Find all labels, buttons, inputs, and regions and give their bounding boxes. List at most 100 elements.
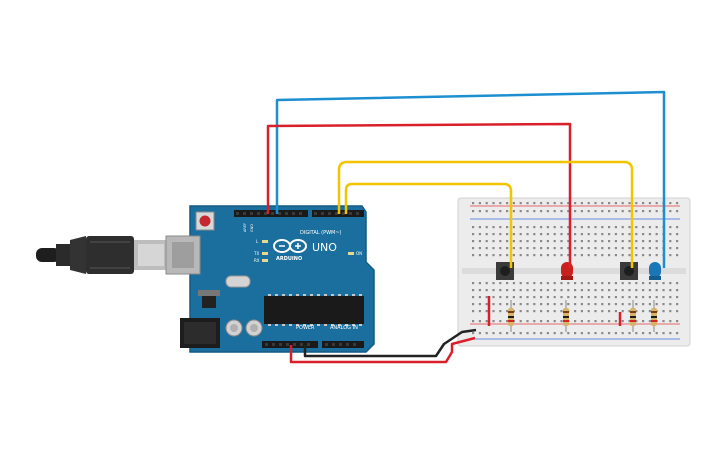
breadboard-hole — [655, 210, 658, 213]
breadboard-hole — [635, 210, 638, 213]
push-button[interactable] — [496, 262, 514, 280]
wire-red[interactable] — [289, 336, 476, 364]
breadboard-hole — [642, 210, 645, 213]
breadboard-hole — [553, 254, 556, 257]
breadboard-hole — [567, 332, 570, 335]
breadboard-hole — [472, 332, 475, 335]
breadboard-hole — [587, 303, 590, 306]
breadboard-hole — [621, 247, 624, 250]
breadboard-hole — [621, 233, 624, 236]
breadboard-hole — [648, 303, 651, 306]
breadboard-hole — [608, 240, 611, 243]
breadboard-hole — [492, 233, 495, 236]
breadboard-hole — [655, 332, 658, 335]
arduino-logo — [273, 239, 307, 253]
breadboard-hole — [601, 226, 604, 229]
breadboard-hole — [472, 233, 475, 236]
breadboard-hole — [587, 332, 590, 335]
breadboard-hole — [499, 296, 502, 299]
breadboard-hole — [621, 310, 624, 313]
arduino-board[interactable]: AREF GND DIGITAL (PWM~) ARDUINO UNO L TX… — [165, 205, 375, 353]
breadboard-hole — [580, 254, 583, 257]
breadboard-hole — [574, 240, 577, 243]
breadboard-hole — [478, 289, 481, 292]
breadboard-hole — [478, 310, 481, 313]
breadboard-hole — [635, 240, 638, 243]
breadboard-hole — [648, 296, 651, 299]
breadboard-hole — [669, 303, 672, 306]
breadboard-hole — [553, 210, 556, 213]
breadboard-hole — [642, 254, 645, 257]
breadboard-hole — [574, 310, 577, 313]
breadboard-hole — [635, 202, 638, 205]
breadboard-hole — [533, 247, 536, 250]
breadboard-hole — [574, 332, 577, 335]
breadboard-hole — [472, 320, 475, 323]
breadboard-hole — [560, 240, 563, 243]
breadboard-hole — [614, 332, 617, 335]
wire-red[interactable] — [266, 122, 572, 268]
breadboard-hole — [472, 310, 475, 313]
breadboard-hole — [594, 303, 597, 306]
breadboard-hole — [669, 226, 672, 229]
breadboard-hole — [499, 310, 502, 313]
breadboard-hole — [553, 320, 556, 323]
reset-button-icon[interactable] — [195, 211, 215, 231]
breadboard-hole — [601, 296, 604, 299]
breadboard-hole — [540, 254, 543, 257]
breadboard-hole — [533, 210, 536, 213]
breadboard-hole — [506, 240, 509, 243]
resistor — [563, 300, 569, 332]
breadboard-hole — [485, 247, 488, 250]
breadboard-hole — [478, 332, 481, 335]
breadboard-hole — [574, 296, 577, 299]
breadboard-hole — [628, 332, 631, 335]
breadboard-hole — [655, 226, 658, 229]
breadboard-hole — [567, 226, 570, 229]
wire-blue[interactable] — [275, 90, 666, 268]
breadboard-hole — [512, 210, 515, 213]
breadboard-hole — [648, 282, 651, 285]
breadboard-hole — [533, 240, 536, 243]
usb-cable-icon[interactable] — [36, 236, 168, 274]
breadboard-hole — [580, 233, 583, 236]
breadboard-hole — [662, 303, 665, 306]
breadboard-hole — [560, 282, 563, 285]
breadboard-hole — [608, 296, 611, 299]
breadboard-hole — [526, 282, 529, 285]
breadboard-hole — [519, 254, 522, 257]
breadboard[interactable] — [457, 197, 691, 347]
breadboard-hole — [648, 320, 651, 323]
breadboard-hole — [676, 233, 679, 236]
breadboard-hole — [526, 247, 529, 250]
breadboard-hole — [635, 310, 638, 313]
breadboard-hole — [506, 247, 509, 250]
breadboard-hole — [635, 332, 638, 335]
breadboard-hole — [601, 282, 604, 285]
push-button[interactable] — [620, 262, 638, 280]
breadboard-hole — [519, 226, 522, 229]
breadboard-hole — [587, 282, 590, 285]
breadboard-hole — [499, 226, 502, 229]
breadboard-hole — [601, 320, 604, 323]
breadboard-hole — [628, 296, 631, 299]
breadboard-hole — [478, 226, 481, 229]
breadboard-hole — [635, 233, 638, 236]
breadboard-hole — [546, 233, 549, 236]
power-label: POWER — [296, 325, 315, 331]
breadboard-hole — [594, 233, 597, 236]
wire-black[interactable] — [303, 328, 477, 358]
breadboard-hole — [499, 202, 502, 205]
breadboard-hole — [485, 254, 488, 257]
led-blue[interactable] — [649, 262, 661, 280]
breadboard-hole — [540, 210, 543, 213]
breadboard-hole — [546, 289, 549, 292]
wire-yellow[interactable] — [337, 160, 634, 268]
breadboard-hole — [492, 332, 495, 335]
breadboard-hole — [669, 240, 672, 243]
breadboard-hole — [580, 247, 583, 250]
breadboard-hole — [506, 210, 509, 213]
wire-yellow[interactable] — [344, 182, 513, 268]
breadboard-hole — [553, 247, 556, 250]
